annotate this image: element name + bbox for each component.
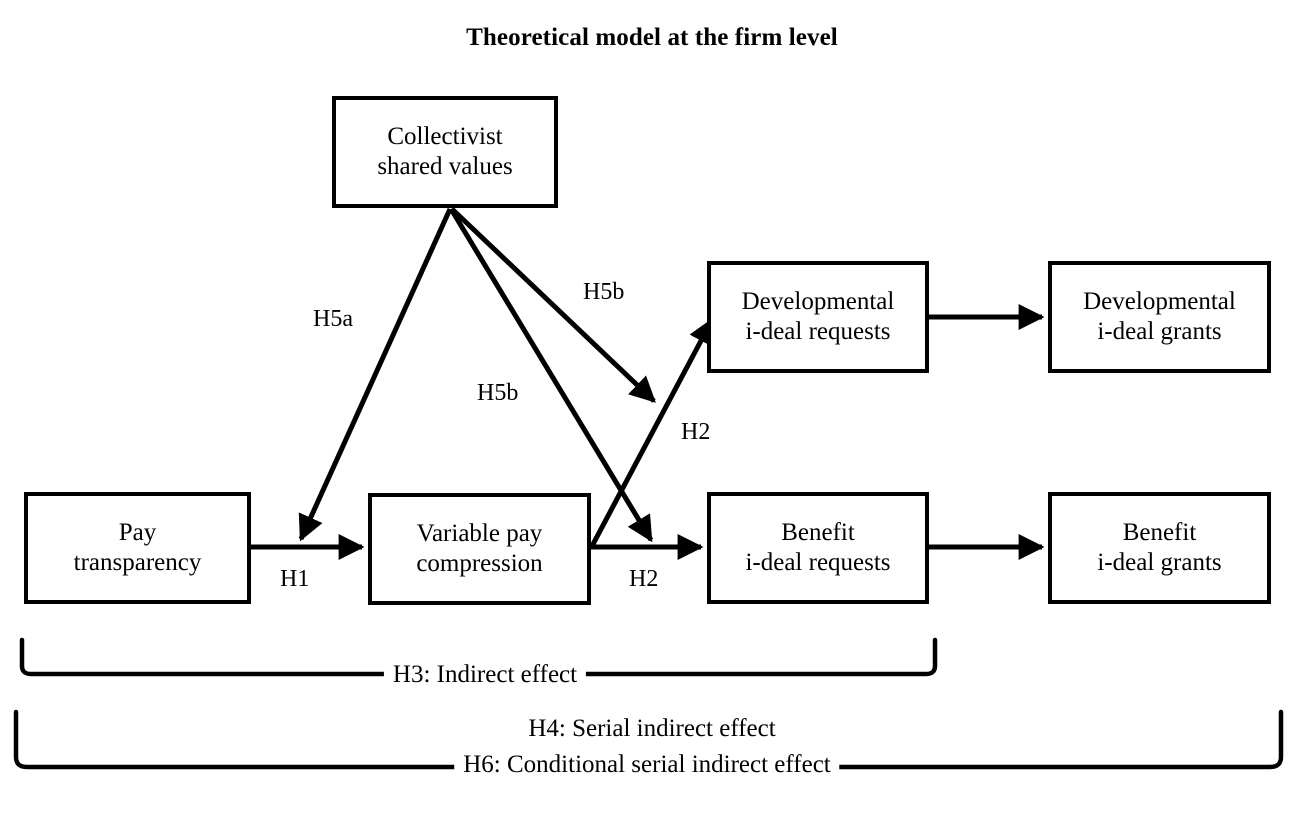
node-label: Developmental i-deal requests — [741, 287, 895, 346]
edge-label-h5b-benefit: H5b — [477, 380, 519, 406]
arrow-moderation-h5b-benefit — [448, 207, 654, 543]
node-variable-pay-compression[interactable]: Variable pay compression — [368, 493, 591, 605]
node-label: Developmental i-deal grants — [1083, 287, 1236, 346]
node-developmental-i-deal-requests[interactable]: Developmental i-deal requests — [707, 261, 929, 373]
node-benefit-i-deal-requests[interactable]: Benefit i-deal requests — [707, 492, 929, 604]
arrow-moderation-h5b-developmental — [450, 207, 656, 403]
edge-label-h2-benefit: H2 — [629, 566, 659, 592]
node-label: Variable pay compression — [416, 519, 543, 578]
figure-title: Theoretical model at the firm level — [466, 24, 838, 51]
arrow-moderation-h5a — [298, 207, 453, 542]
bracket-label-h6: H6: Conditional serial indirect effect — [454, 752, 840, 777]
bracket-label-h4: H4: Serial indirect effect — [519, 716, 785, 741]
node-pay-transparency[interactable]: Pay transparency — [24, 492, 251, 604]
node-label: Pay transparency — [73, 518, 202, 577]
edge-label-h5b-developmental: H5b — [583, 279, 625, 305]
node-developmental-i-deal-grants[interactable]: Developmental i-deal grants — [1048, 261, 1271, 373]
bracket-label-h3: H3: Indirect effect — [383, 662, 587, 687]
arrow-compression-to-developmental — [588, 317, 715, 550]
node-label: Benefit i-deal grants — [1097, 518, 1222, 577]
node-label: Benefit i-deal requests — [745, 518, 891, 577]
edge-label-h5a: H5a — [313, 306, 353, 332]
node-benefit-i-deal-grants[interactable]: Benefit i-deal grants — [1048, 492, 1271, 604]
edge-label-h1: H1 — [280, 566, 310, 592]
node-label: Collectivist shared values — [377, 122, 513, 181]
edge-label-h2-developmental: H2 — [681, 419, 711, 445]
node-collectivist-shared-values[interactable]: Collectivist shared values — [332, 96, 558, 208]
